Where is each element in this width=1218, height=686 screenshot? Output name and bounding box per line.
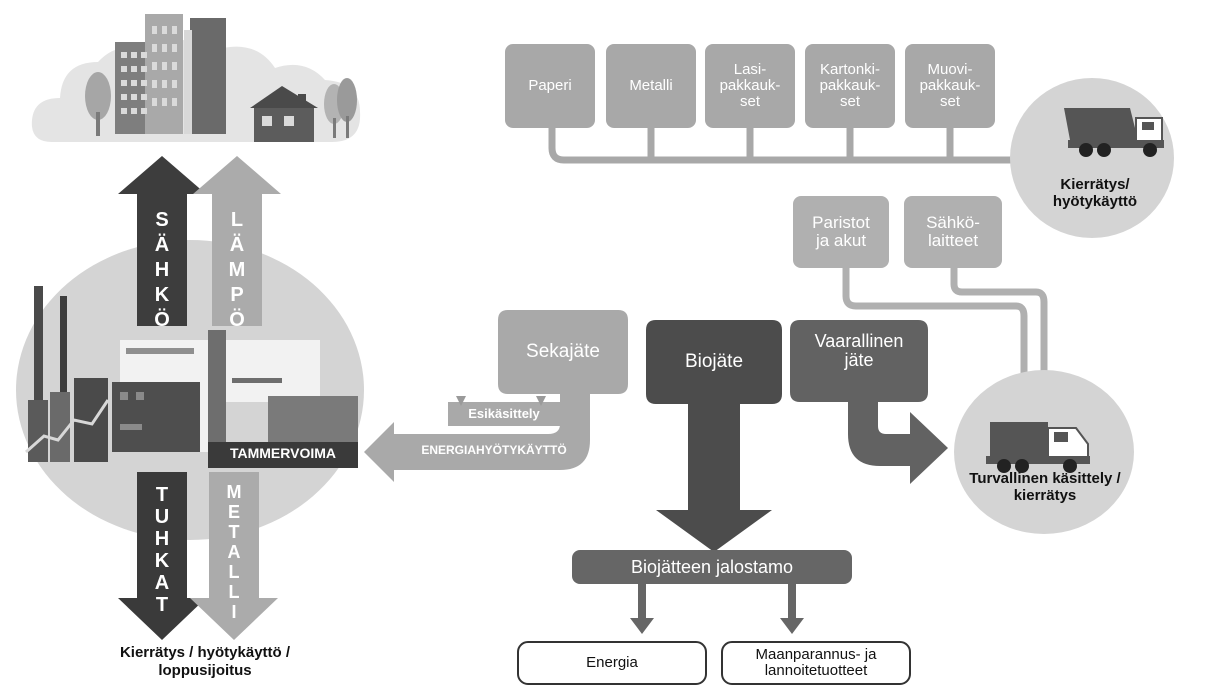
ash-letter: T <box>155 594 169 616</box>
recycling-glass-line: Lasi- <box>733 61 767 79</box>
ash-letters: T U H K A T <box>147 484 177 616</box>
ash-arrow <box>118 472 206 640</box>
electricity-letter: S <box>155 209 169 231</box>
metal-letter: A <box>227 542 241 562</box>
metal-letters: M E T A L L I <box>219 482 249 622</box>
electricity-arrow <box>118 156 206 326</box>
metal-arrow <box>190 472 278 640</box>
metal-letter: L <box>228 582 240 602</box>
hazardous-waste-box: Vaarallinen jäte <box>790 320 928 402</box>
city-cloud <box>31 14 361 142</box>
electricity-letter: Ä <box>154 234 170 256</box>
safe-handling-line: Turvallinen käsittely / <box>969 470 1121 487</box>
recycling-cardboard-line: set <box>839 92 860 110</box>
recycling-caption-line: hyötykäyttö <box>1052 193 1138 210</box>
recycling-cardboard: Kartonki- pakkauk- set <box>805 44 895 128</box>
ash-letter: H <box>154 528 170 550</box>
recycling-glass: Lasi- pakkauk- set <box>705 44 795 128</box>
fertilizer-output-line: lannoitetuotteet <box>764 662 868 679</box>
ash-letter: K <box>154 550 170 572</box>
recycling-cardboard-line: pakkauk- <box>819 77 881 95</box>
electricity-letters: S Ä H K Ö <box>147 208 177 333</box>
electricity-letter: Ö <box>154 309 170 331</box>
recycling-paper: Paperi <box>505 44 595 128</box>
energy-use-label: ENERGIAHYÖTYKÄYTTÖ <box>421 443 567 457</box>
heat-letter: M <box>228 259 246 281</box>
heat-letter: L <box>230 209 244 231</box>
energy-output: Energia <box>518 642 706 684</box>
fertilizer-output-line: Maanparannus- ja <box>755 646 877 664</box>
heat-letter: P <box>230 284 244 306</box>
recycling-paper-label: Paperi <box>528 77 572 95</box>
metal-letter: T <box>228 522 240 542</box>
energy-output-label: Energia <box>586 654 638 672</box>
safe-handling-line: kierrätys <box>1013 487 1077 504</box>
recycling-plastic: Muovi- pakkauk- set <box>905 44 995 128</box>
recycling-cardboard-line: Kartonki- <box>819 61 881 79</box>
batteries-line: ja akut <box>815 231 867 250</box>
bio-waste-label: Biojäte <box>684 351 744 373</box>
heat-letter: Ä <box>229 234 245 256</box>
pretreatment-text: Esikäsittely <box>468 406 540 422</box>
small-hazardous-group <box>793 196 1134 534</box>
safe-handling-caption: Turvallinen käsittely / kierrätys <box>950 470 1140 504</box>
metal-letter: L <box>228 562 240 582</box>
pretreatment-label: Esikäsittely <box>448 402 560 426</box>
recycling-metal-label: Metalli <box>629 77 673 95</box>
hazardous-waste-line: jäte <box>844 349 874 370</box>
recycling-group <box>505 44 1174 238</box>
recycling-caption-line: Kierrätys/ <box>1060 176 1130 193</box>
caption-line: Kierrätys / hyötykäyttö / <box>119 644 291 661</box>
electronics-line: laitteet <box>927 231 979 250</box>
electronics-box: Sähkö- laitteet <box>904 196 1002 268</box>
recycling-glass-line: pakkauk- <box>719 77 781 95</box>
caption-line: loppusijoitus <box>158 662 252 679</box>
electricity-letter: K <box>154 284 170 306</box>
ash-letter: U <box>154 506 170 528</box>
ash-metal-caption: Kierrätys / hyötykäyttö / loppusijoitus <box>80 644 330 680</box>
fertilizer-output: Maanparannus- ja lannoitetuotteet <box>722 642 910 684</box>
biorefinery-title-text: Biojätteen jalostamo <box>630 556 794 577</box>
batteries-box: Paristot ja akut <box>793 196 889 268</box>
mixed-waste-label: Sekajäte <box>526 341 600 363</box>
mixed-waste-box: Sekajäte <box>498 310 628 394</box>
ash-letter: A <box>154 572 170 594</box>
recycling-plastic-line: set <box>939 92 960 110</box>
electricity-letter: H <box>154 259 170 281</box>
hazardous-waste-line: Vaarallinen <box>814 331 904 351</box>
recycling-metal: Metalli <box>606 44 696 128</box>
plant-name: TAMMERVOIMA <box>229 445 337 461</box>
recycling-plastic-line: Muovi- <box>927 61 973 79</box>
recycling-plastic-line: pakkauk- <box>919 77 981 95</box>
bio-waste-box: Biojäte <box>646 320 782 404</box>
heat-letters: L Ä M P Ö <box>222 208 252 333</box>
biorefinery-group <box>517 550 911 685</box>
batteries-line: Paristot <box>812 213 870 233</box>
recycling-glass-line: set <box>739 92 760 110</box>
metal-letter: M <box>226 482 242 502</box>
recycling-caption: Kierrätys/ hyötykäyttö <box>1030 176 1160 210</box>
ash-letter: T <box>155 484 169 506</box>
heat-arrow <box>193 156 281 326</box>
electronics-line: Sähkö- <box>926 213 980 233</box>
metal-letter: I <box>231 602 237 622</box>
heat-letter: Ö <box>229 309 245 331</box>
waste-types <box>364 310 948 552</box>
power-plant <box>16 240 364 540</box>
biorefinery-title: Biojätteen jalostamo <box>572 550 852 584</box>
metal-letter: E <box>227 502 240 522</box>
